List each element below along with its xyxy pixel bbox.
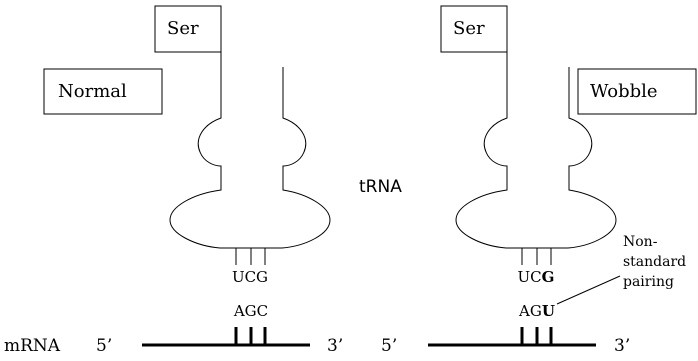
normal-trna-group: Ser Normal UCG AGC mRNA 5’ 3’ [4,6,343,356]
codon-normal: AGC [233,302,268,320]
codon-wobble-plain: AG [518,302,542,320]
three-prime-wobble: 3’ [614,336,630,356]
codon-wobble-bold: U [542,302,555,320]
amino-acid-label-normal: Ser [167,18,199,39]
trna-center-label: tRNA [359,177,402,197]
normal-mode-label: Normal [58,81,127,102]
codon-wobble: AGU [518,302,555,320]
annotation-line-2: standard [623,254,686,270]
anticodon-wobble: UCG [518,268,555,286]
wobble-trna-group: Ser Wobble UCG AGU 5’ 3’ Non- standard p… [381,6,696,356]
anticodon-normal: UCG [232,268,268,286]
annotation-line-3: pairing [623,274,674,290]
five-prime-normal: 5’ [96,336,112,356]
anticodon-wobble-bold: G [542,268,555,286]
three-prime-normal: 3’ [327,336,343,356]
anticodon-wobble-plain: UC [518,268,542,286]
five-prime-wobble: 5’ [381,336,397,356]
amino-acid-label-wobble: Ser [453,18,485,39]
annotation-pointer [557,276,620,304]
trna-shape-normal [170,52,330,248]
annotation-line-1: Non- [623,234,658,250]
mrna-label: mRNA [4,336,61,356]
wobble-mode-label: Wobble [590,81,658,102]
